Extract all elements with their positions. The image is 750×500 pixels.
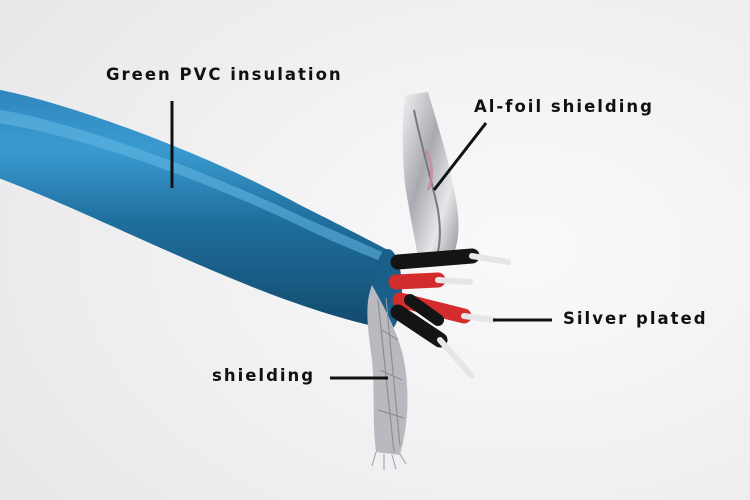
al-foil-strip: [402, 92, 459, 268]
leader-lines: [170, 101, 552, 380]
label-silver-plated: Silver plated: [563, 309, 708, 328]
leader-line-al-foil: [432, 122, 488, 191]
label-green-pvc-insulation: Green PVC insulation: [106, 65, 343, 84]
label-shielding: shielding: [212, 366, 316, 385]
braided-shielding: [367, 285, 408, 470]
label-al-foil-shielding: Al-foil shielding: [474, 97, 654, 116]
conductor-bundle: [388, 248, 511, 379]
